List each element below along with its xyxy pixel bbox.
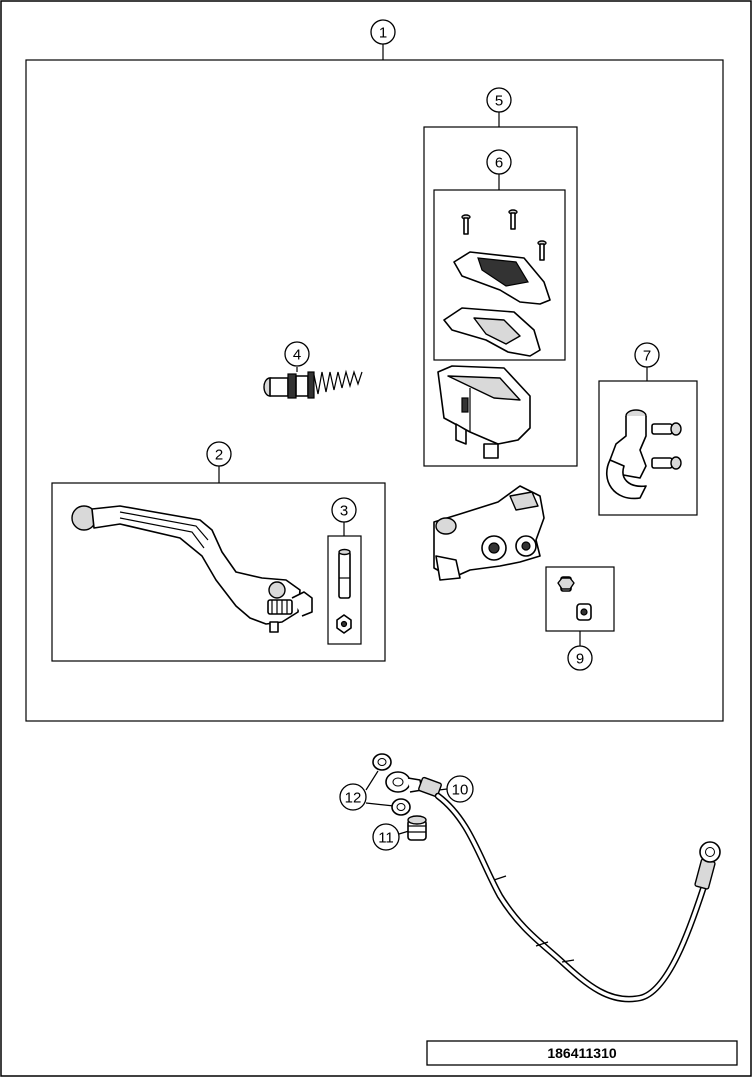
callout-2: 2 bbox=[206, 441, 232, 467]
callout-label: 11 bbox=[378, 830, 394, 847]
master-cylinder-housing bbox=[433, 485, 545, 581]
callout-label: 3 bbox=[340, 503, 348, 520]
callout-label: 5 bbox=[495, 93, 503, 110]
group-box-bleed bbox=[545, 566, 615, 632]
group-box-clamp bbox=[598, 380, 698, 516]
callout-label: 1 bbox=[379, 25, 387, 42]
lever-pin bbox=[336, 548, 352, 634]
callout-12: 12 bbox=[339, 783, 367, 811]
callout-label: 2 bbox=[215, 447, 223, 464]
callout-label: 9 bbox=[576, 651, 584, 668]
banjo-bolt bbox=[407, 815, 427, 841]
callout-3: 3 bbox=[331, 497, 357, 523]
sealing-washers bbox=[372, 753, 411, 816]
callout-label: 4 bbox=[293, 347, 301, 364]
piston-spring bbox=[263, 369, 363, 399]
callout-10: 10 bbox=[446, 775, 474, 803]
drawing-number: 186411310 bbox=[547, 1045, 617, 1061]
callout-4: 4 bbox=[284, 341, 310, 367]
callout-label: 7 bbox=[643, 348, 651, 365]
callout-6: 6 bbox=[486, 149, 512, 175]
callout-7: 7 bbox=[634, 342, 660, 368]
reservoir-body bbox=[437, 365, 531, 459]
bleed-nipple bbox=[557, 576, 592, 621]
callout-label: 6 bbox=[495, 155, 503, 172]
drawing-number-box: 186411310 bbox=[426, 1040, 738, 1066]
callout-9: 9 bbox=[567, 645, 593, 671]
clutch-hose bbox=[385, 771, 721, 1003]
group-box-reservoir bbox=[423, 126, 578, 467]
callout-11: 11 bbox=[372, 823, 400, 851]
callout-5: 5 bbox=[486, 87, 512, 113]
callout-label: 10 bbox=[452, 782, 469, 799]
clutch-lever bbox=[71, 505, 313, 633]
callout-label: 12 bbox=[345, 790, 362, 807]
callout-1: 1 bbox=[370, 19, 396, 45]
group-box-assembly bbox=[25, 59, 724, 722]
handlebar-clamp bbox=[605, 409, 682, 500]
reservoir-cover-kit bbox=[443, 209, 551, 357]
